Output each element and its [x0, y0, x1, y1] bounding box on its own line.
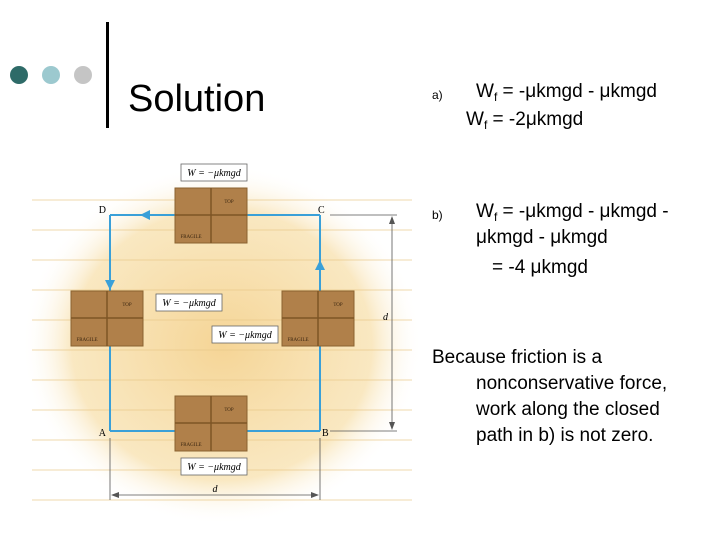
corner-label-b: B	[322, 428, 329, 439]
bullet-dot-teal	[42, 66, 60, 84]
formula-text: W = −μkmgd	[162, 298, 217, 309]
closed-path-figure: TOP FRAGILE TOP FRAGILE TOP FRAGILE TOP …	[22, 163, 422, 525]
part-b-line-1: Wf = -μkmgd - μkmgd -	[476, 200, 669, 229]
box-top-label: TOP	[333, 303, 343, 308]
box-side-label: FRAGILE	[287, 338, 308, 343]
corner-label-a: A	[99, 428, 107, 439]
equation-text: = -μkmgd - μkmgd -	[497, 201, 669, 222]
box-side-label: FRAGILE	[180, 443, 201, 448]
slide-title: Solution	[128, 78, 266, 120]
background-glow	[22, 165, 422, 525]
conclusion-line-2: nonconservative force,	[476, 373, 668, 394]
part-b-line-2: μkmgd - μkmgd	[476, 227, 608, 248]
part-a-marker: a)	[432, 88, 443, 102]
conclusion-line-4: path in b) is not zero.	[476, 425, 654, 446]
conclusion-line-3: work along the closed	[476, 399, 660, 420]
part-a-line-1: Wf = -μkmgd - μkmgd	[476, 80, 657, 109]
formula-bottom: W = −μkmgd	[180, 457, 248, 476]
friction-subscript: f	[493, 90, 498, 104]
box-side-label: FRAGILE	[180, 235, 201, 240]
distance-marker-bottom	[109, 438, 321, 500]
arrow-left	[140, 210, 150, 220]
work-symbol: W	[476, 81, 494, 102]
box-top-label: TOP	[122, 303, 132, 308]
formula-top: W = −μkmgd	[180, 163, 248, 182]
box-right: TOP FRAGILE	[281, 290, 355, 347]
box-top-label: TOP	[224, 408, 234, 413]
friction-subscript: f	[493, 210, 498, 224]
bullet-dot-grey	[74, 66, 92, 84]
part-a-line-2: Wf = -2μkmgd	[466, 108, 583, 137]
title-divider	[106, 22, 109, 128]
bullet-dot-dark	[10, 66, 28, 84]
distance-marker-right	[330, 214, 397, 432]
formula-text: W = −μkmgd	[187, 462, 242, 473]
box-side-label: FRAGILE	[76, 338, 97, 343]
work-symbol: W	[476, 201, 494, 222]
corner-label-c: C	[318, 205, 325, 216]
distance-label-right: d	[383, 312, 389, 323]
distance-label-bottom: d	[213, 484, 219, 495]
formula-text: W = −μkmgd	[187, 168, 242, 179]
conclusion-line-1: Because friction is a	[432, 347, 603, 368]
equation-text: = -2μkmgd	[487, 109, 584, 130]
friction-subscript: f	[483, 118, 488, 132]
formula-center: W = −μkmgd	[211, 325, 279, 344]
part-b-marker: b)	[432, 208, 443, 222]
box-top-label: TOP	[224, 200, 234, 205]
work-symbol: W	[466, 109, 484, 130]
arrow-down	[105, 280, 115, 290]
formula-text: W = −μkmgd	[218, 330, 273, 341]
corner-label-d: D	[99, 205, 106, 216]
box-bottom: TOP FRAGILE	[174, 395, 248, 452]
box-top: TOP FRAGILE	[174, 187, 248, 244]
box-left: TOP FRAGILE	[70, 290, 144, 347]
equation-text: = -μkmgd - μkmgd	[497, 81, 657, 102]
formula-left: W = −μkmgd	[155, 293, 223, 312]
arrow-up	[315, 260, 325, 270]
part-b-line-3: = -4 μkmgd	[492, 257, 588, 278]
